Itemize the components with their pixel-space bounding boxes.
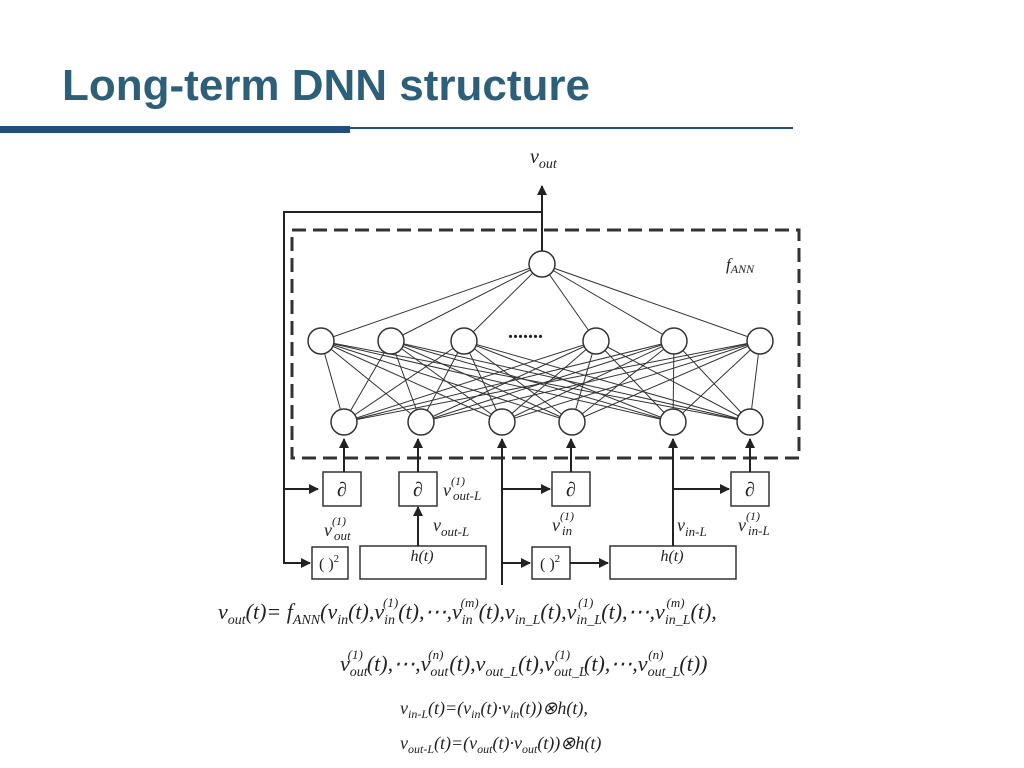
network-edge: [343, 340, 675, 423]
network-edge: [390, 340, 503, 423]
derivative-box: [551, 471, 591, 507]
network-edge: [390, 340, 674, 423]
label-v-out-1: v(1)out: [324, 514, 351, 543]
network-edge: [420, 340, 761, 423]
derivative-box: [322, 471, 362, 507]
label-v-out-L-1: v(1)out-L: [443, 474, 481, 503]
fann-dashed-box: [290, 228, 801, 460]
h-label: h(t): [410, 548, 433, 565]
hidden-neuron: [450, 327, 478, 355]
network-edge: [320, 340, 503, 423]
derivative-blocks: [322, 471, 770, 507]
network-edge: [571, 340, 675, 423]
network-edge: [571, 340, 597, 423]
network-edge: [343, 340, 761, 423]
network-edge: [343, 340, 392, 423]
network-edge: [390, 340, 751, 423]
partial-symbol: ∂: [566, 479, 576, 501]
network-edge: [463, 340, 573, 423]
equation-main-line1: vout(t)= fANN(vin(t),vin(1)(t),⋯,vin(m)(…: [218, 595, 717, 628]
output-neuron: [528, 250, 556, 278]
hidden-ellipsis: .......: [508, 321, 543, 343]
input-neuron: [330, 408, 358, 436]
equation-in-L: vin-L(t)=(vin(t)·vin(t))⊗h(t),: [400, 698, 588, 721]
page-title: Long-term DNN structure: [62, 61, 591, 110]
input-neuron: [736, 408, 764, 436]
network-edge: [320, 340, 345, 423]
hidden-neuron: [307, 327, 335, 355]
network-edge: [501, 340, 761, 423]
network-edge: [390, 340, 573, 423]
network-edge: [420, 340, 465, 423]
network-edge: [501, 340, 675, 423]
input-neuron: [558, 408, 586, 436]
square-box: [531, 546, 571, 580]
network-edge: [343, 340, 597, 423]
partial-symbol: ∂: [413, 479, 423, 501]
network-edge: [541, 263, 597, 342]
network-edge: [595, 340, 674, 423]
function-blocks: [311, 545, 737, 580]
hidden-layer: [307, 327, 774, 355]
network-edge: [320, 263, 543, 342]
label-v-in-L-1: v(1)in-L: [738, 509, 770, 538]
partial-symbol: ∂: [337, 479, 347, 501]
network-edge: [672, 340, 761, 423]
network-edge: [463, 340, 503, 423]
hidden-neuron: [377, 327, 405, 355]
equation-main-line2: vout(1)(t),⋯,vout(n)(t),vout_L(t),vout_L…: [340, 647, 708, 680]
network-edge: [463, 340, 674, 423]
fann-label: fANN: [726, 255, 755, 276]
output-path: [283, 185, 547, 568]
h-label: h(t): [660, 548, 683, 565]
network-edge: [541, 263, 675, 342]
input-neuron: [407, 408, 435, 436]
v-out-label: vout: [530, 146, 558, 172]
input-signal-lines: [339, 438, 755, 585]
label-v-in-L: vin-L: [677, 515, 707, 539]
network-edge: [320, 340, 674, 423]
network-edge: [390, 263, 543, 342]
input-neuron: [659, 408, 687, 436]
equation-out-L: vout-L(t)=(vout(t)·vout(t))⊗h(t): [400, 733, 601, 756]
hidden-neuron: [582, 327, 610, 355]
title-underline-thick: [0, 126, 350, 133]
network-connections: [320, 263, 761, 423]
square-box: [311, 546, 349, 580]
network-edge: [390, 340, 422, 423]
square-label: ( )2: [319, 553, 339, 573]
hidden-neuron: [660, 327, 688, 355]
label-v-in-1: v(1)in: [552, 509, 574, 538]
network-edge: [343, 340, 465, 423]
network-edge: [463, 263, 543, 342]
network-edge: [320, 340, 422, 423]
network-edge: [541, 263, 761, 342]
network-edge: [673, 340, 751, 423]
square-label: ( )2: [540, 553, 560, 573]
derivative-box: [730, 471, 770, 507]
h-box: [359, 545, 487, 580]
hidden-neuron: [746, 327, 774, 355]
input-neuron: [488, 408, 516, 436]
label-v-out-L: vout-L: [433, 515, 469, 539]
network-edge: [463, 340, 751, 423]
input-layer: [330, 408, 764, 436]
partial-symbol: ∂: [745, 479, 755, 501]
derivative-box: [398, 471, 438, 507]
network-edge: [420, 340, 675, 423]
network-edge: [571, 340, 761, 423]
title-underline-thin: [350, 127, 793, 129]
